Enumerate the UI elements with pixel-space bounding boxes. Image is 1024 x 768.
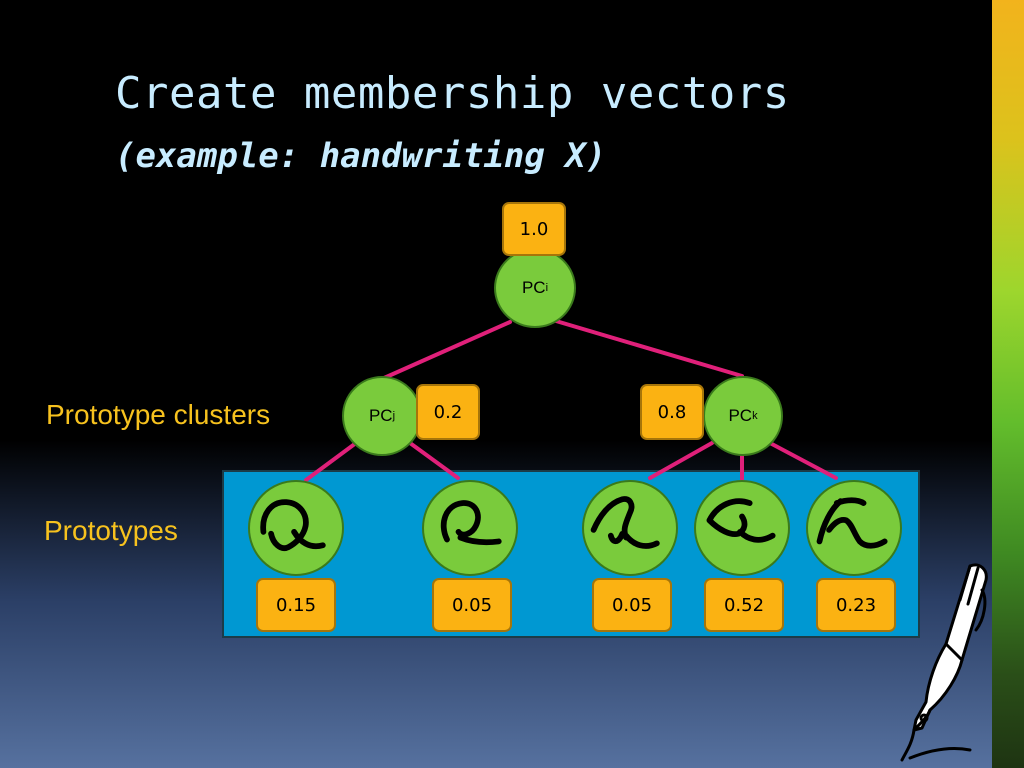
root-node-subscript: i <box>545 282 549 294</box>
edge-root-to-cluster-j <box>382 320 512 380</box>
prototype-3-weight-box: 0.05 <box>592 578 672 632</box>
slide-title: Create membership vectors <box>115 68 790 119</box>
handwritten-x-glyph-icon <box>706 498 776 543</box>
cluster-j-weight-box: 0.2 <box>416 384 480 440</box>
root-weight-box: 1.0 <box>502 202 566 256</box>
prototypes-panel <box>222 470 920 638</box>
prototype-node-1 <box>248 480 344 576</box>
prototypes-label: Prototypes <box>44 515 178 546</box>
cluster-j-subscript: j <box>392 410 396 422</box>
prototype-node-5 <box>806 480 902 576</box>
edge-cluster-j-to-prototype-2 <box>408 441 460 480</box>
slide-subtitle: (example: handwriting X) <box>115 136 607 176</box>
prototype-clusters-label: Prototype clusters <box>46 399 271 430</box>
cluster-j-label: PC <box>368 406 393 425</box>
prototype-node-2 <box>422 480 518 576</box>
prototype-5-weight-box: 0.23 <box>816 578 896 632</box>
prototype-node-3 <box>582 480 678 576</box>
handwritten-x-glyph-icon <box>260 499 326 551</box>
prototype-1-weight-box: 0.15 <box>256 578 336 632</box>
cluster-k-weight-box: 0.8 <box>640 384 704 440</box>
edge-cluster-k-to-prototype-5 <box>768 441 838 480</box>
cluster-k-subscript: k <box>752 410 758 422</box>
decorative-side-bar <box>992 0 1024 768</box>
handwritten-x-glyph-icon <box>816 497 888 549</box>
edge-cluster-j-to-prototype-1 <box>304 441 358 482</box>
cluster-k-label: PC <box>728 406 753 425</box>
handwritten-x-glyph-icon <box>440 500 502 546</box>
root-node-label: PC <box>521 278 546 297</box>
prototype-4-weight-box: 0.52 <box>704 578 784 632</box>
handwritten-x-glyph-icon <box>590 496 660 549</box>
edge-cluster-k-to-prototype-3 <box>648 441 714 480</box>
prototype-2-weight-box: 0.05 <box>432 578 512 632</box>
fountain-pen-icon <box>900 563 988 762</box>
edge-root-to-cluster-k <box>554 319 744 378</box>
prototype-node-4 <box>694 480 790 576</box>
